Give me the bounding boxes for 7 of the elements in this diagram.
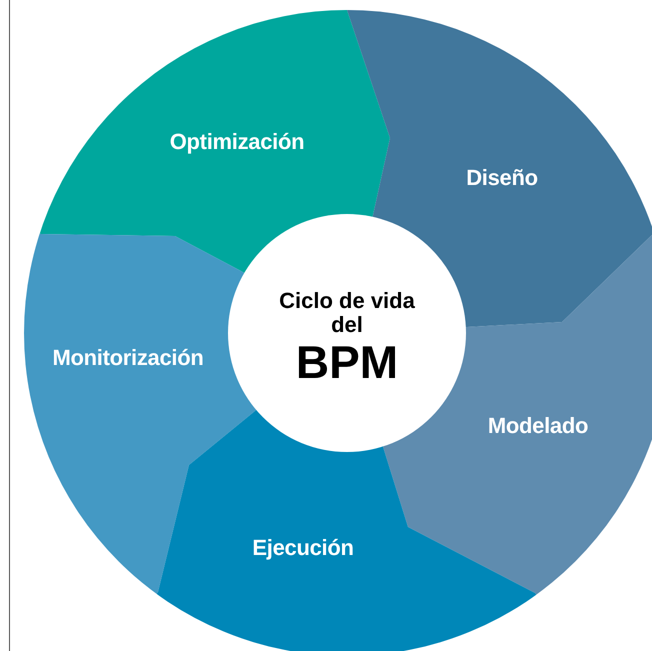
center-title: BPM	[296, 336, 398, 388]
center-subtitle: Ciclo de vida del	[278, 288, 416, 337]
segment-label: Diseño	[466, 165, 538, 191]
segment-label: Monitorización	[52, 345, 204, 371]
segment-label: Ejecución	[252, 535, 354, 561]
segment-label: Modelado	[488, 413, 588, 439]
segment-label: Optimización	[170, 129, 304, 155]
